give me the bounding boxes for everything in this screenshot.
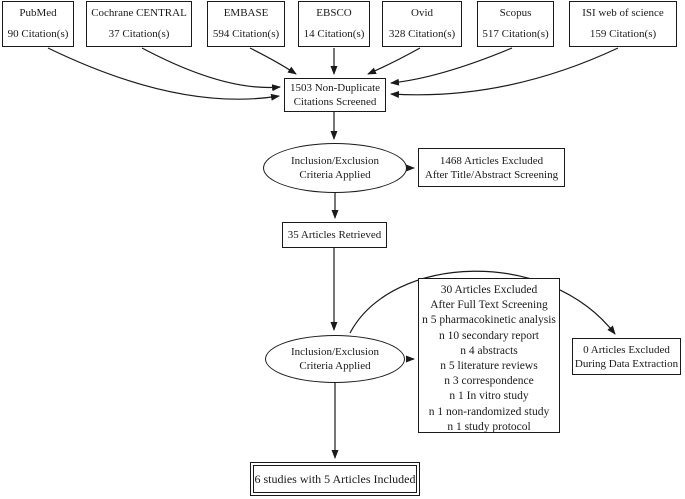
arrow-pubmed-to-screened	[47, 47, 280, 101]
arrow-cochrane-to-screened	[141, 47, 281, 92]
source-name: Scopus	[499, 7, 532, 19]
title-abstract-excluded-line2: After Title/Abstract Screening	[424, 168, 559, 181]
fulltext-excluded-line: 30 Articles Excluded	[440, 284, 538, 296]
fulltext-excluded-line: n 1 In vitro study	[449, 390, 529, 403]
criteria-ellipse-2: Inclusion/Exclusion Criteria Applied	[265, 335, 405, 383]
fulltext-excluded-line: n 5 literature reviews	[440, 360, 538, 373]
fulltext-excluded-line: n 10 secondary report	[439, 329, 539, 342]
screened-line1: 1503 Non-Duplicate	[289, 82, 381, 94]
source-box-cochrane: Cochrane CENTRAL 37 Citation(s)	[86, 1, 192, 47]
source-name: Ovid	[411, 7, 433, 19]
source-box-pubmed: PubMed 90 Citation(s)	[2, 1, 74, 47]
arrow-scopus-to-screened	[390, 47, 513, 86]
data-extraction-excluded-box: 0 Articles Excluded During Data Extracti…	[572, 338, 681, 375]
data-extraction-excluded-line2: During Data Extraction	[574, 357, 679, 370]
retrieved-label: 35 Articles Retrieved	[287, 229, 382, 241]
source-box-embase: EMBASE 594 Citation(s)	[207, 1, 285, 47]
screened-box: 1503 Non-Duplicate Citations Screened	[284, 78, 386, 112]
source-count: 517 Citation(s)	[482, 28, 549, 40]
source-box-ebsco: EBSCO 14 Citation(s)	[298, 1, 370, 47]
source-count: 328 Citation(s)	[388, 28, 456, 40]
criteria1-line1: Inclusion/Exclusion	[291, 154, 379, 167]
arrow-ovid-to-screened	[367, 47, 421, 75]
source-box-scopus: Scopus 517 Citation(s)	[477, 1, 554, 47]
source-box-ovid: Ovid 328 Citation(s)	[382, 1, 462, 47]
included-box: 6 studies with 5 Articles Included	[250, 462, 420, 496]
source-name: EMBASE	[223, 7, 269, 19]
source-count: 594 Citation(s)	[212, 28, 280, 40]
fulltext-excluded-line: After Full Text Screening	[430, 299, 548, 312]
fulltext-excluded-line: n 1 study protocol	[447, 420, 531, 433]
fulltext-excluded-box: 30 Articles Excluded After Full Text Scr…	[418, 278, 560, 433]
source-count: 90 Citation(s)	[7, 28, 69, 40]
criteria2-line1: Inclusion/Exclusion	[291, 345, 379, 358]
source-count: 159 Citation(s)	[589, 28, 657, 40]
fulltext-excluded-line: n 5 pharmacokinetic analysis	[422, 314, 556, 327]
source-name: ISI web of science	[582, 7, 664, 19]
arrow-isi-to-screened	[390, 47, 619, 98]
source-box-isi: ISI web of science 159 Citation(s)	[569, 1, 677, 47]
arrow-embase-to-screened	[249, 47, 297, 75]
source-name: PubMed	[19, 7, 57, 19]
criteria2-line2: Criteria Applied	[299, 360, 371, 372]
source-name: Cochrane CENTRAL	[91, 7, 187, 19]
source-name: EBSCO	[316, 7, 352, 19]
criteria1-line2: Criteria Applied	[299, 169, 371, 181]
fulltext-excluded-line: n 1 non-randomized study	[428, 405, 550, 418]
source-count: 37 Citation(s)	[108, 28, 170, 40]
title-abstract-excluded-line1: 1468 Articles Excluded	[439, 154, 544, 167]
screened-line2: Citations Screened	[293, 96, 377, 108]
fulltext-excluded-line: n 4 abstracts	[460, 344, 518, 357]
title-abstract-excluded-box: 1468 Articles Excluded After Title/Abstr…	[418, 148, 565, 187]
arrow-criteria2-to-data-extraction	[349, 270, 616, 335]
data-extraction-excluded-line1: 0 Articles Excluded	[583, 343, 670, 356]
included-box-inner: 6 studies with 5 Articles Included	[253, 465, 417, 493]
criteria-ellipse-1: Inclusion/Exclusion Criteria Applied	[263, 143, 407, 193]
fulltext-excluded-line: n 3 correspondence	[444, 375, 534, 388]
source-count: 14 Citation(s)	[303, 28, 365, 40]
included-label: 6 studies with 5 Articles Included	[254, 471, 416, 486]
retrieved-box: 35 Articles Retrieved	[282, 222, 387, 248]
